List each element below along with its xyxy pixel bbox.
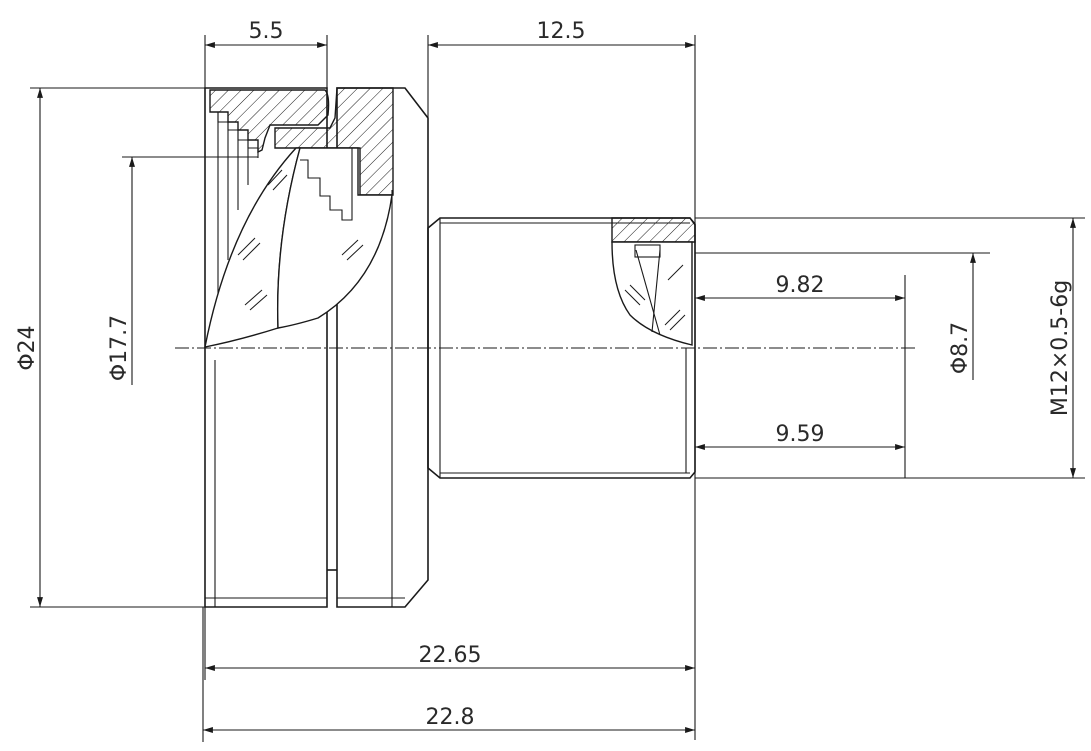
dimension-lines [37,42,1076,733]
dim-rear-diameter: Φ8.7 [948,322,973,374]
lens-housing [204,87,696,608]
dim-outer-diameter: Φ24 [15,325,40,370]
dim-aperture-diameter: Φ17.7 [107,315,132,381]
extension-lines [30,35,1085,742]
dim-length-22-65: 22.65 [419,643,482,668]
dim-total-length: 22.8 [426,705,475,730]
dim-flange-back-top: 9.82 [776,273,825,298]
dim-thread: M12×0.5-6g [1048,280,1073,416]
dim-barrel-length: 12.5 [537,19,586,44]
dim-front-width: 5.5 [249,19,284,44]
dim-flange-back-bottom: 9.59 [776,422,825,447]
lens-elements [204,147,693,348]
